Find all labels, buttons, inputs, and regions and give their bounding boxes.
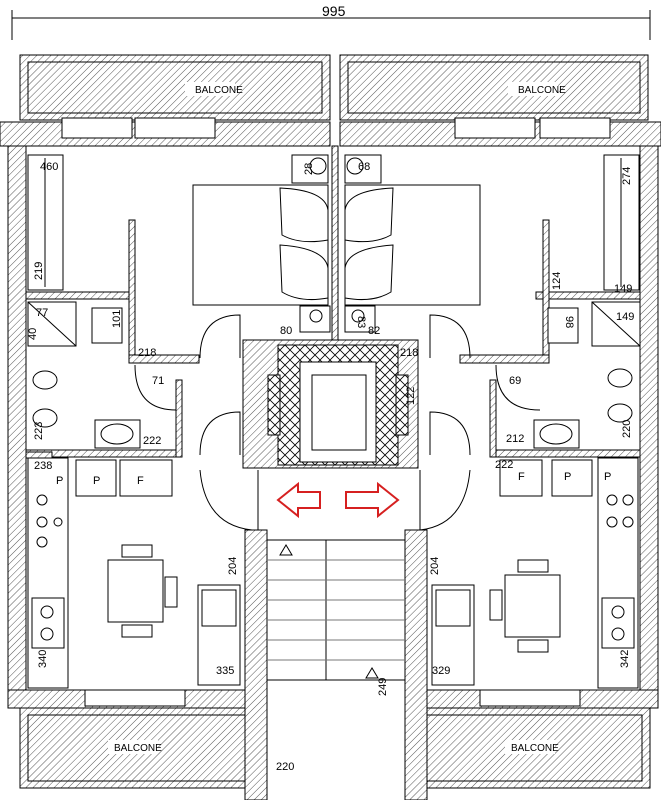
dim-40: 40 (27, 328, 39, 340)
dim-222-bath-left: 222 (143, 435, 161, 447)
balcony-top-left: BALCONE (19, 54, 331, 121)
dim-83: 83 (355, 316, 367, 328)
balcony-top-right-label: BALCONE (518, 85, 566, 96)
dim-204-right: 204 (429, 557, 441, 575)
balcony-bottom-left: BALCONE (19, 707, 256, 789)
dim-274: 274 (621, 167, 633, 185)
dim-460: 460 (40, 161, 58, 173)
bathroom-left (27, 301, 141, 449)
interior-walls (25, 145, 641, 459)
dim-204-left: 204 (227, 557, 239, 575)
exterior-walls (0, 117, 661, 800)
balcony-top-left-label: BALCONE (195, 85, 243, 96)
wardrobe-right (603, 154, 640, 291)
bathroom-right (533, 301, 641, 449)
direction-arrows (276, 481, 400, 519)
dim-149-bath: 149 (616, 311, 634, 323)
dim-220-bath: 220 (621, 420, 633, 438)
cabinet-left-1: P (56, 475, 63, 487)
double-bed-right (344, 154, 481, 333)
dim-149-top: 149 (614, 283, 632, 295)
balcony-bottom-left-label: BALCONE (114, 743, 162, 754)
dim-80: 80 (280, 325, 292, 337)
kitchen-right (431, 457, 639, 689)
dim-71: 71 (152, 375, 164, 387)
elevator-shaft (242, 339, 419, 469)
cabinet-labels: P P F F P P (56, 471, 611, 487)
cabinet-right-3: P (604, 471, 611, 483)
overall-dimension: 995 (11, 3, 651, 40)
kitchen-left (27, 457, 241, 689)
dim-249: 249 (377, 678, 389, 696)
dim-218-right: 218 (400, 347, 418, 359)
balcony-top-right: BALCONE (339, 54, 649, 121)
cabinet-left-3: F (137, 475, 144, 487)
double-bed-left (192, 154, 331, 333)
dim-82: 82 (368, 325, 380, 337)
arrow-right-icon (345, 481, 400, 519)
dim-69: 69 (509, 375, 521, 387)
dim-68: 68 (358, 161, 370, 173)
balcony-bottom-right: BALCONE (411, 707, 651, 789)
dim-335: 335 (216, 665, 234, 677)
dim-222-right: 222 (495, 459, 513, 471)
dim-101: 101 (111, 310, 123, 328)
cabinet-right-1: F (518, 471, 525, 483)
dim-329: 329 (432, 665, 450, 677)
dim-219: 219 (33, 262, 45, 280)
dim-238: 238 (34, 460, 52, 472)
dim-342: 342 (619, 650, 631, 668)
dim-124: 124 (551, 272, 563, 290)
wardrobe-left (27, 154, 64, 291)
dim-218-left: 218 (138, 347, 156, 359)
staircase (199, 469, 471, 681)
dim-340: 340 (37, 650, 49, 668)
overall-dimension-label: 995 (322, 3, 346, 19)
dim-212: 212 (506, 433, 524, 445)
dim-98: 98 (563, 316, 575, 328)
door-swings (134, 314, 541, 456)
dim-223: 223 (33, 422, 45, 440)
cabinet-left-2: P (93, 475, 100, 487)
balcony-bottom-right-label: BALCONE (511, 743, 559, 754)
dim-28: 28 (303, 163, 315, 175)
cabinet-right-2: P (564, 471, 571, 483)
dim-77: 77 (36, 307, 48, 319)
dim-122: 122 (405, 387, 417, 405)
arrow-left-icon (276, 481, 321, 519)
dim-220-bottom: 220 (276, 761, 294, 773)
stair-steps (267, 559, 405, 661)
dimension-labels: 460 219 28 68 274 149 124 77 101 40 80 8… (27, 161, 634, 773)
